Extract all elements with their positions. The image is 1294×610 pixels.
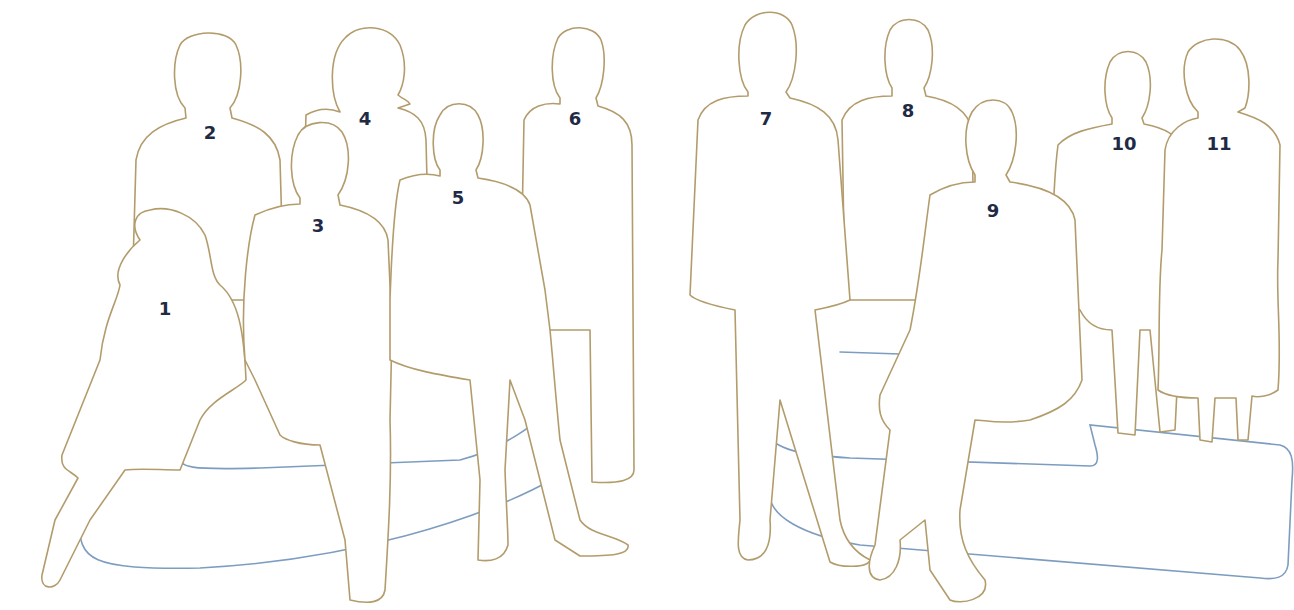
person-silhouette	[42, 209, 246, 587]
callout-number: 5	[452, 187, 465, 208]
callout-number: 1	[159, 298, 172, 319]
callout-number: 7	[760, 108, 773, 129]
callout-number: 11	[1206, 133, 1231, 154]
callout-number: 4	[359, 108, 372, 129]
callout-number: 2	[204, 122, 217, 143]
person-silhouette	[243, 123, 392, 603]
person-silhouette	[390, 104, 628, 561]
person-silhouette	[1158, 39, 1280, 442]
callout-number: 6	[569, 108, 582, 129]
callout-number: 3	[312, 215, 325, 236]
person-silhouette	[690, 12, 870, 566]
callout-number: 9	[987, 200, 1000, 221]
callout-number: 10	[1111, 133, 1136, 154]
callout-number: 8	[902, 100, 915, 121]
person-silhouette	[869, 100, 1082, 602]
